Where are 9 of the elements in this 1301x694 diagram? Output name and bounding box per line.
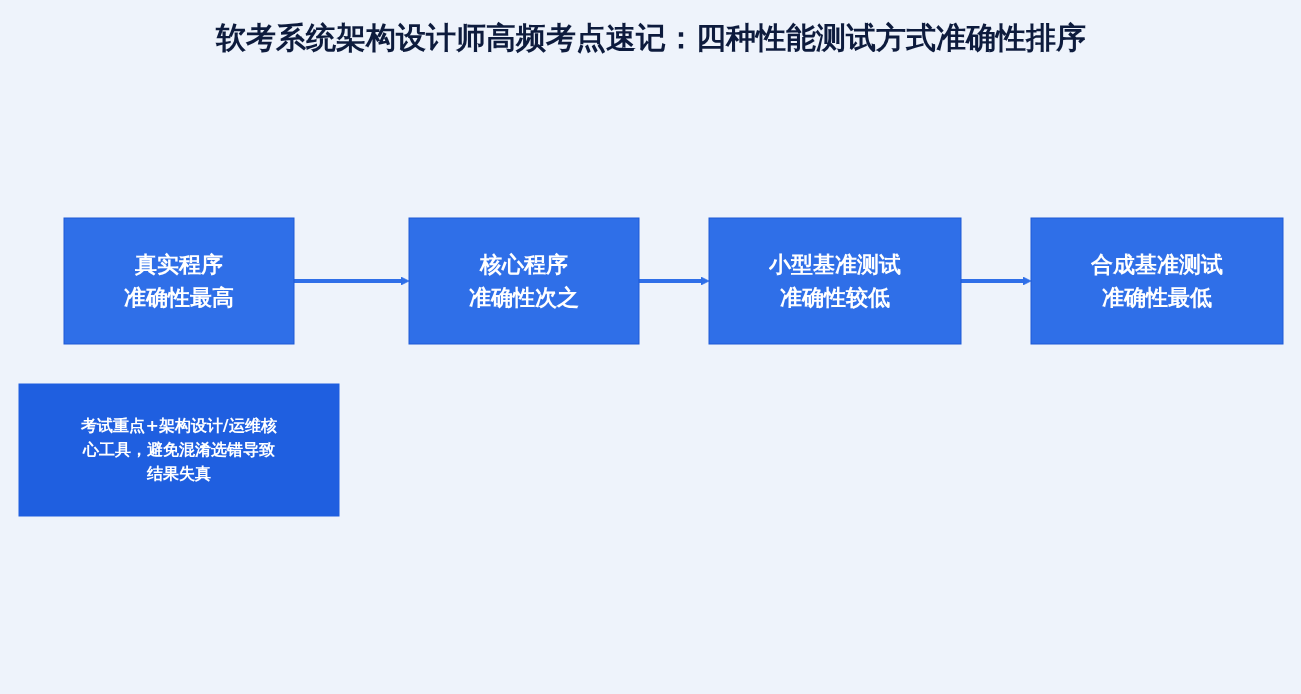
node-box: 合成基准测试 准确性最低 — [1030, 217, 1283, 345]
node-box: 考试重点+架构设计/运维核心工具，避免混淆选错导致结果失真 — [18, 383, 339, 517]
title: 软考系统架构设计师高频考点速记：四种性能测试方式准确性排序 — [214, 19, 1087, 57]
node-box: 核心程序 准确性次之 — [408, 217, 639, 345]
node-box: 小型基准测试 准确性较低 — [708, 217, 961, 345]
arrow — [638, 276, 709, 286]
arrow — [960, 276, 1031, 286]
arrow — [293, 276, 409, 286]
node-box: 真实程序 准确性最高 — [63, 217, 294, 345]
